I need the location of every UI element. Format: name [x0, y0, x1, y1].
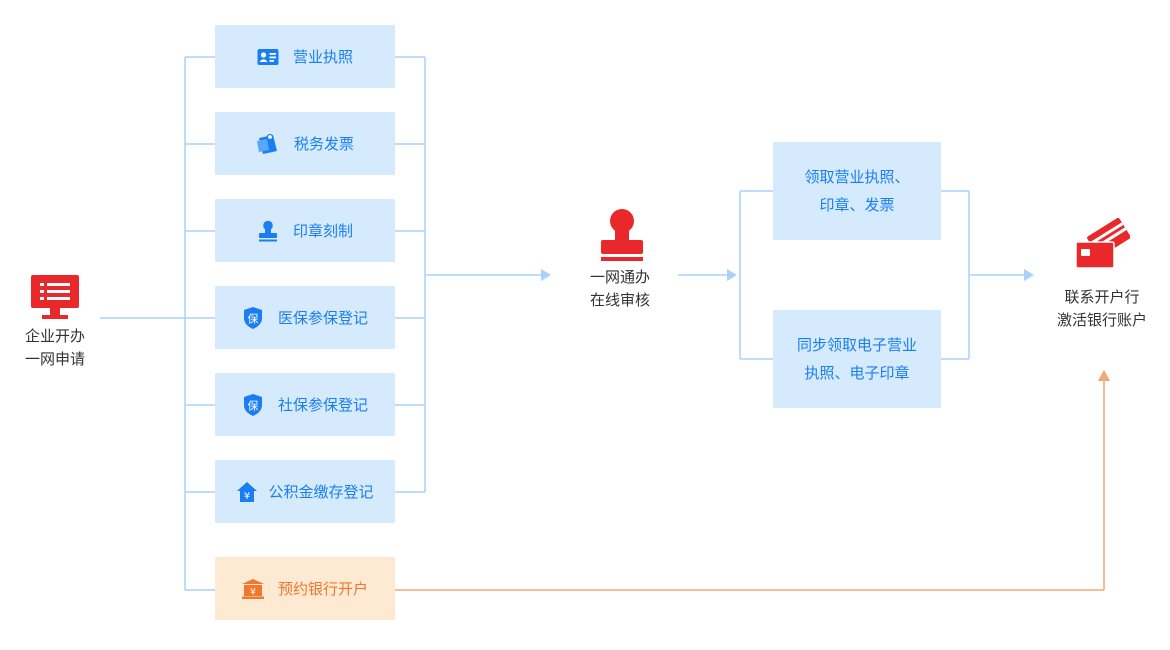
- house-yen-icon: ¥: [236, 481, 258, 503]
- start-label: 企业开办 一网申请: [24, 327, 85, 368]
- id-card-icon: [257, 48, 279, 66]
- stamp-icon: [598, 208, 646, 262]
- svg-text:保: 保: [247, 311, 258, 325]
- service-label: 预约银行开户: [277, 580, 368, 598]
- service-label: 公积金缴存登记: [268, 483, 374, 501]
- shield-icon: 保: [242, 306, 264, 330]
- service-seal-engraving[interactable]: 印章刻制: [215, 199, 395, 262]
- service-label: 印章刻制: [292, 222, 353, 240]
- service-housing-fund[interactable]: ¥ 公积金缴存登记: [215, 460, 395, 523]
- svg-text:¥: ¥: [250, 587, 256, 597]
- review-label: 一网通办 在线审核: [589, 268, 650, 309]
- bank-card-icon: [1074, 214, 1131, 270]
- service-label: 税务发票: [293, 135, 354, 153]
- monitor-icon: [30, 274, 80, 322]
- service-label: 医保参保登记: [277, 309, 368, 327]
- invoice-icon: [256, 133, 280, 155]
- svg-text:保: 保: [247, 398, 258, 412]
- svg-text:¥: ¥: [244, 491, 250, 502]
- service-tax-invoice[interactable]: 税务发票: [215, 112, 395, 175]
- service-bank-booking[interactable]: ¥ 预约银行开户: [215, 557, 395, 620]
- service-business-license[interactable]: 营业执照: [215, 25, 395, 88]
- stamp-icon: [257, 220, 279, 242]
- service-label: 社保参保登记: [277, 396, 368, 414]
- service-social-insurance[interactable]: 保 社保参保登记: [215, 373, 395, 436]
- bank-yen-icon: ¥: [241, 578, 264, 599]
- end-label: 联系开户行 激活银行账户: [1056, 288, 1147, 329]
- service-label: 营业执照: [292, 48, 353, 66]
- service-medical-insurance[interactable]: 保 医保参保登记: [215, 286, 395, 349]
- shield-icon: 保: [242, 393, 264, 417]
- pickup-digital-box[interactable]: 同步领取电子营业 执照、电子印章: [773, 310, 941, 408]
- pickup-paper-box[interactable]: 领取营业执照、 印章、发票: [773, 142, 941, 240]
